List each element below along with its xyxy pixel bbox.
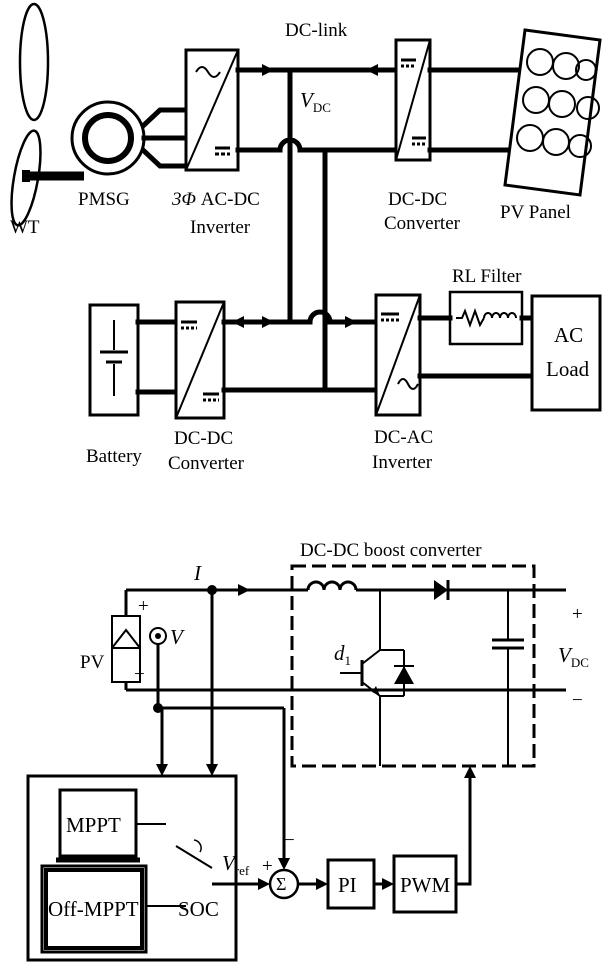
ac-dc-inverter-label-2: Inverter [190,217,251,238]
arrow-right-icon [262,316,274,328]
pv-label: PV [80,652,105,673]
battery-label: Battery [86,446,142,467]
dc-ac-inverter-block [374,293,422,417]
off-mppt-block-inner [44,868,144,950]
boost-converter-title: DC-DC boost converter [300,540,482,561]
vref-label: Vref [222,851,250,878]
wire-hop-2 [307,309,333,325]
off-mppt-label: Off-MPPT [48,897,139,921]
boost-converter-boundary [290,564,536,768]
dc-dc-converter-battery-label-1: DC-DC [174,428,233,449]
switch-arc-icon [193,839,202,853]
arrow-down-icon [206,764,218,776]
arrow-down-icon [278,858,290,870]
ac-dc-inverter-label-1: 3Φ AC-DC [171,189,260,210]
phase-line-a [140,107,189,129]
arrow-right-icon [262,64,274,76]
output-vdc-label: VDC [558,643,589,670]
current-label: I [193,561,202,585]
arrow-right-icon [238,584,250,596]
pv-panel-label: PV Panel [500,202,571,223]
ac-load-block [530,294,602,412]
pmsg-icon [70,100,146,176]
vdc-label: VDC [300,88,331,115]
ac-dc-inverter-block [184,48,240,172]
wind-turbine-icon [10,2,84,227]
dc-dc-converter-pv-label-2: Converter [384,213,461,234]
off-mppt-block [40,864,148,954]
mppt-label: MPPT [66,813,121,837]
pv-module-icon [111,615,141,683]
output-plus: + [572,604,583,625]
pmsg-label: PMSG [78,189,130,210]
igbt-switch-icon [340,590,414,766]
dc-dc-converter-battery-block [174,300,226,420]
arrow-down-icon [156,764,168,776]
arrow-right-icon [316,878,328,890]
wt-label: WT [10,217,40,238]
selector-switch-icon [175,845,213,869]
dc-ac-inverter-label-2: Inverter [372,452,433,473]
inductor-icon [306,580,358,591]
pwm-label: PWM [400,873,451,897]
arrow-right-icon [382,878,394,890]
rl-filter-label: RL Filter [452,266,522,287]
ac-load-label-1: AC [554,323,583,347]
pv-minus: − [134,664,145,685]
vref-plus: + [262,856,273,877]
dc-dc-converter-pv-block [394,38,432,162]
battery-icon [88,303,140,417]
dc-link-label: DC-link [285,20,348,41]
phase-line-c [140,147,189,169]
rl-filter-block [448,290,524,346]
pi-label: PI [338,873,357,897]
d1-label: d1 [334,641,351,668]
dc-ac-inverter-label-1: DC-AC [374,427,433,448]
ac-load-label-2: Load [546,357,590,381]
arrow-right-icon [258,878,270,890]
arrow-up-icon [464,766,476,778]
dc-dc-converter-battery-label-2: Converter [168,453,245,474]
pv-panel-icon [503,28,602,197]
soc-label: SOC [178,897,219,921]
voltage-label: V [170,625,185,649]
capacitor-icon [492,590,524,766]
arrow-right-icon [345,316,357,328]
sigma-symbol: Σ [276,874,286,894]
sum-minus: − [284,830,295,851]
voltage-sensor-dot [155,633,161,639]
arrow-left-icon [232,316,244,328]
mppt-controller-box [26,774,238,962]
output-minus: − [572,690,583,711]
pwm-block [392,854,458,914]
pv-plus: + [138,596,149,617]
mppt-block [58,788,138,858]
diode-icon [434,580,448,600]
pwm-to-converter-wire [456,772,472,886]
dc-dc-converter-pv-label-1: DC-DC [388,189,447,210]
arrow-left-icon [366,64,378,76]
